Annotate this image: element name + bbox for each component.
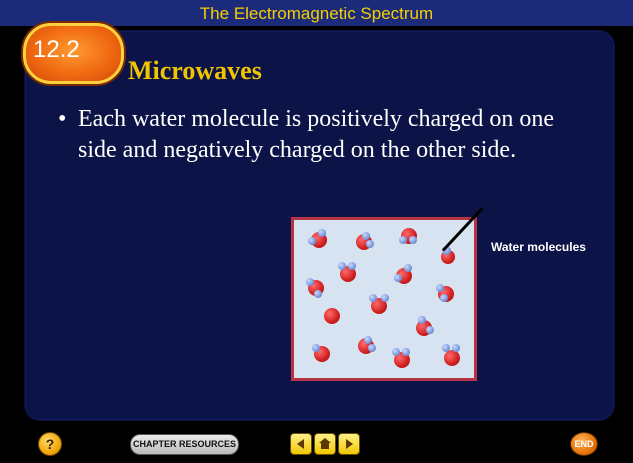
callout-label: Water molecules (491, 240, 586, 254)
section-badge (23, 23, 124, 84)
slide-heading: Microwaves (128, 56, 262, 85)
top-bar (0, 0, 633, 26)
chapter-title: The Electromagnetic Spectrum (199, 4, 434, 23)
prev-button[interactable] (290, 433, 312, 455)
bullet-text: Each water molecule is positively charge… (78, 106, 555, 163)
chapter-resources-button[interactable]: CHAPTER RESOURCES (130, 434, 239, 455)
section-number: 12.2 (33, 36, 80, 63)
arrow-left-icon (297, 439, 304, 449)
question-icon: ? (45, 436, 55, 452)
home-icon (319, 438, 331, 449)
end-button[interactable]: END (570, 432, 598, 456)
arrow-right-icon (346, 439, 353, 449)
bullet-dot: • (58, 106, 67, 132)
home-button[interactable] (314, 433, 336, 455)
next-button[interactable] (338, 433, 360, 455)
help-button[interactable]: ? (38, 432, 62, 456)
